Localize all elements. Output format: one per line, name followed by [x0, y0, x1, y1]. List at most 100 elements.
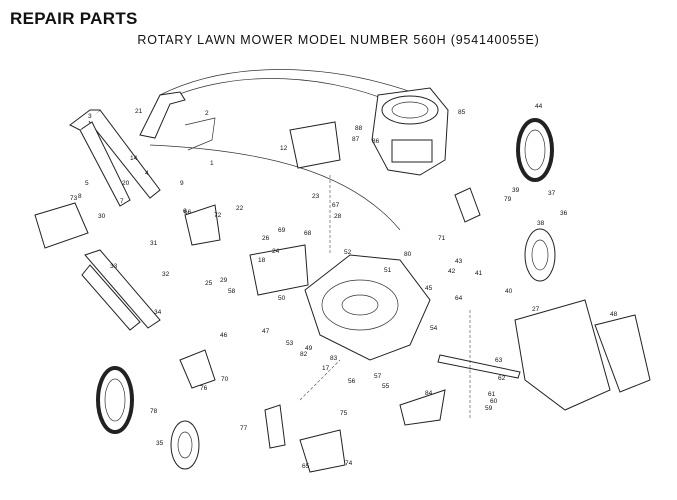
part-callout-27: 27	[532, 306, 540, 313]
blade	[437, 354, 521, 379]
drive-cover	[184, 204, 221, 246]
part-callout-23: 23	[312, 193, 320, 200]
part-callout-9: 9	[180, 180, 184, 187]
part-callout-71: 71	[438, 235, 446, 242]
part-callout-82: 82	[300, 351, 308, 358]
part-callout-24: 24	[272, 248, 280, 255]
control-bar	[184, 117, 216, 151]
part-callout-34: 34	[154, 309, 162, 316]
height-adjuster-front-left	[179, 349, 216, 389]
part-callout-76: 76	[200, 385, 208, 392]
part-callout-77: 77	[240, 425, 248, 432]
part-callout-6: 6	[183, 208, 187, 215]
part-callout-57: 57	[374, 373, 382, 380]
part-callout-21: 21	[135, 108, 143, 115]
control-cable-2	[164, 78, 411, 111]
part-callout-70: 70	[221, 376, 229, 383]
part-callout-40: 40	[505, 288, 513, 295]
part-callout-83: 83	[330, 355, 338, 362]
part-callout-80: 80	[404, 251, 412, 258]
part-callout-53: 53	[286, 340, 294, 347]
part-callout-86: 86	[372, 138, 380, 145]
assembly-line	[299, 359, 341, 401]
part-callout-74: 74	[345, 460, 353, 467]
part-callout-63: 63	[495, 357, 503, 364]
lower-handle	[81, 249, 161, 331]
part-callout-41: 41	[475, 270, 483, 277]
part-callout-25: 25	[205, 280, 213, 287]
front-left-wheel	[170, 420, 200, 470]
part-callout-75: 75	[340, 410, 348, 417]
part-callout-8: 8	[78, 193, 82, 200]
control-cable	[159, 69, 421, 96]
part-callout-56: 56	[348, 378, 356, 385]
part-callout-22: 22	[236, 205, 244, 212]
part-callout-61: 61	[488, 391, 496, 398]
part-callout-32: 32	[162, 271, 170, 278]
part-callout-43: 43	[455, 258, 463, 265]
part-callout-17: 17	[322, 365, 330, 372]
bag-frame	[594, 314, 651, 393]
front-right-wheel	[524, 228, 556, 282]
part-callout-18: 18	[258, 257, 266, 264]
grass-bag	[514, 299, 611, 411]
part-callout-31: 31	[150, 240, 158, 247]
part-callout-79: 79	[504, 196, 512, 203]
part-callout-47: 47	[262, 328, 270, 335]
part-callout-39: 39	[512, 187, 520, 194]
engine	[371, 87, 449, 176]
part-callout-69: 69	[278, 227, 286, 234]
part-callout-73: 73	[70, 195, 78, 202]
part-callout-38: 38	[537, 220, 545, 227]
part-callout-67: 67	[332, 202, 340, 209]
part-callout-68: 68	[304, 230, 312, 237]
part-callout-59: 59	[485, 405, 493, 412]
part-callout-36: 36	[560, 210, 568, 217]
rear-right-wheel	[516, 118, 554, 182]
part-callout-58: 58	[228, 288, 236, 295]
part-callout-49: 49	[305, 345, 313, 352]
part-callout-29: 29	[220, 277, 228, 284]
air-deflector	[299, 429, 346, 473]
part-callout-88: 88	[355, 125, 363, 132]
part-callout-55: 55	[382, 383, 390, 390]
page-title: REPAIR PARTS	[10, 9, 138, 28]
part-callout-54: 54	[430, 325, 438, 332]
part-callout-62: 62	[498, 375, 506, 382]
part-callout-72: 72	[214, 212, 222, 219]
part-callout-48: 48	[610, 311, 618, 318]
part-callout-65: 65	[302, 463, 310, 470]
part-callout-46: 46	[220, 332, 228, 339]
part-callout-1: 1	[210, 160, 214, 167]
part-callout-42: 42	[448, 268, 456, 275]
model-subtitle: ROTARY LAWN MOWER MODEL NUMBER 560H (954…	[137, 33, 540, 47]
part-callout-84: 84	[425, 390, 433, 397]
part-callout-52: 52	[344, 249, 352, 256]
part-callout-26: 26	[262, 235, 270, 242]
part-callout-51: 51	[384, 267, 392, 274]
part-callout-14: 14	[130, 155, 138, 162]
part-callout-64: 64	[455, 295, 463, 302]
rear-left-wheel	[96, 366, 134, 434]
part-callout-12: 12	[280, 145, 288, 152]
part-callout-2: 2	[205, 110, 209, 117]
height-adjuster-rear-left	[264, 404, 286, 449]
part-callout-30: 30	[98, 213, 106, 220]
part-callout-33: 33	[110, 263, 118, 270]
part-callout-60: 60	[490, 398, 498, 405]
part-callout-4: 4	[145, 170, 149, 177]
part-callout-3: 3	[88, 113, 92, 120]
part-callout-37: 37	[548, 190, 556, 197]
part-callout-35: 35	[156, 440, 164, 447]
part-callout-7: 7	[120, 198, 124, 205]
part-callout-78: 78	[150, 408, 158, 415]
part-callout-44: 44	[535, 103, 543, 110]
rear-shield	[249, 244, 309, 296]
rear-chute	[34, 202, 89, 249]
part-callout-85: 85	[458, 109, 466, 116]
guard-plate	[289, 121, 341, 169]
part-callout-66: 66	[184, 209, 192, 216]
part-callout-20: 20	[122, 180, 130, 187]
